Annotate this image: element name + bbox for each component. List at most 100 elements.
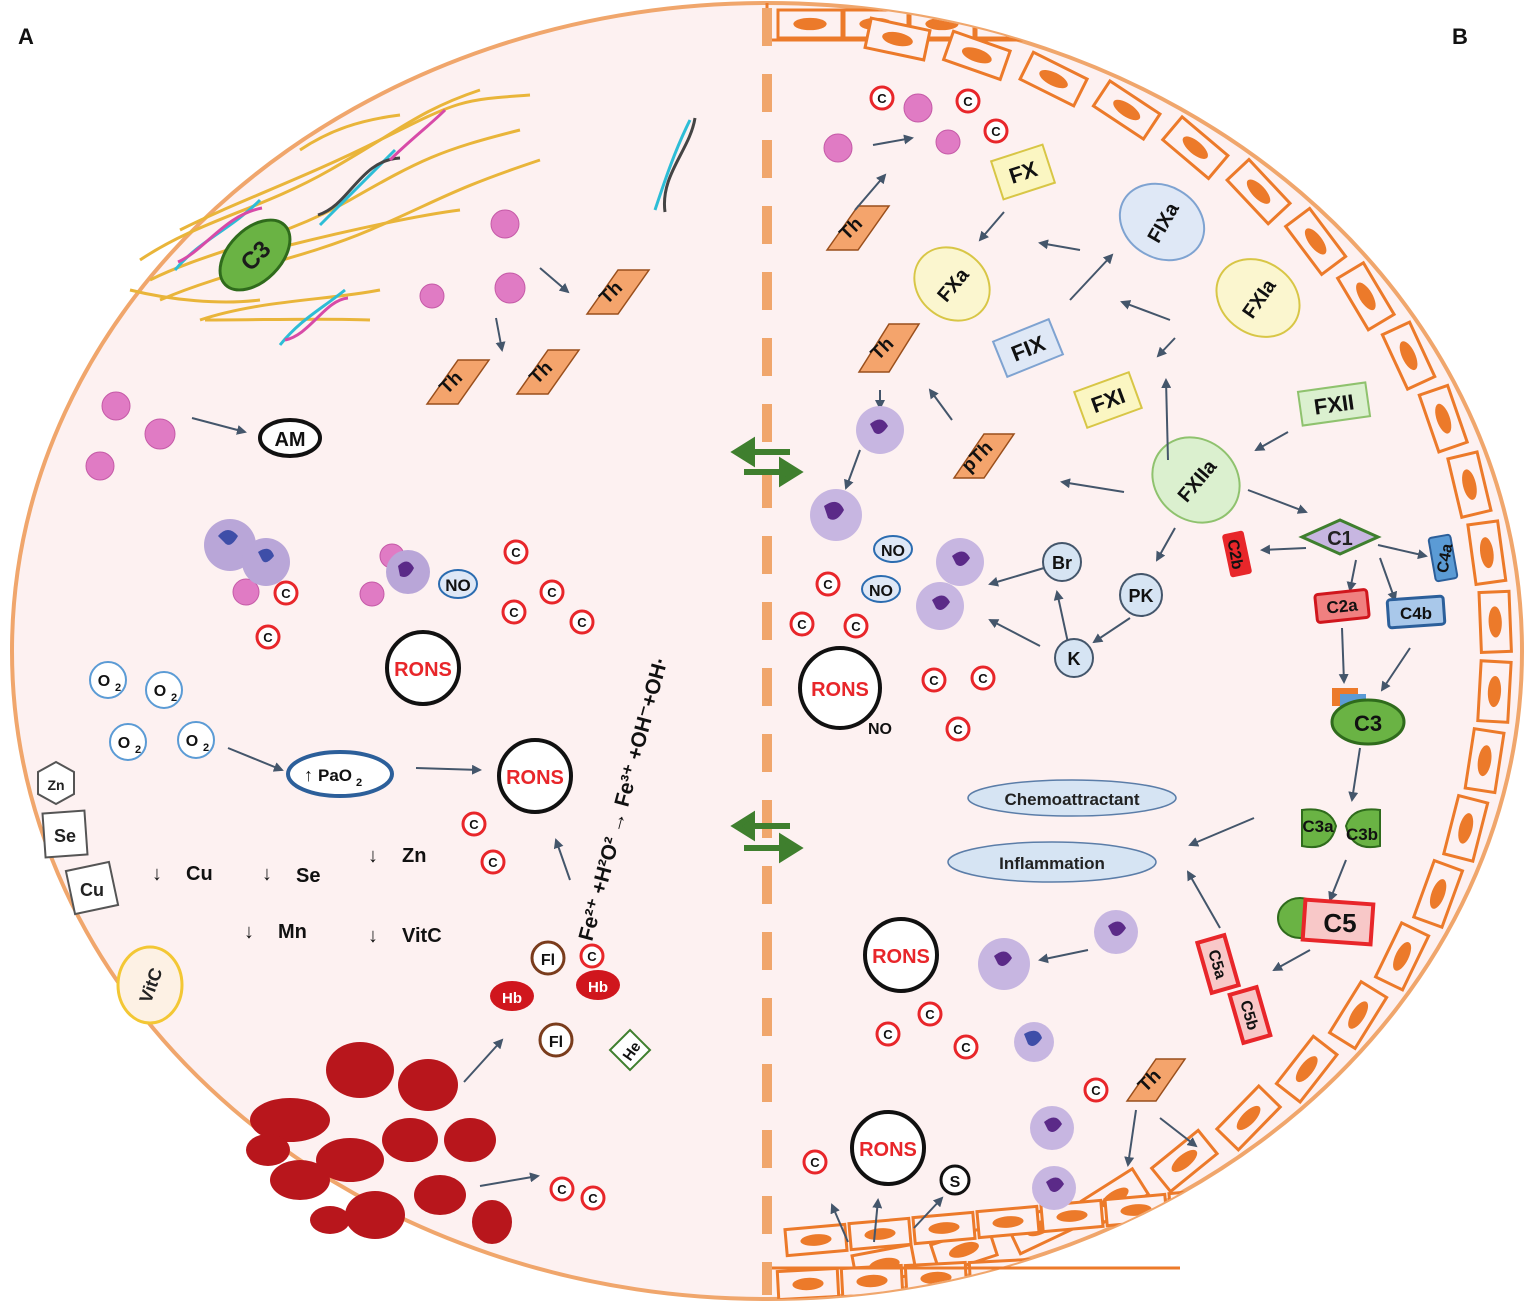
c-right-marker-label-5: C [797, 617, 807, 632]
bottom-cell-14 [1167, 1186, 1233, 1222]
th-left-node-1 [585, 269, 651, 315]
right-nucleus-5 [1182, 136, 1208, 159]
c-left-marker-label-2: C [281, 586, 291, 601]
panel-label-b: B [1452, 24, 1468, 49]
top-cell-8 [1238, 8, 1306, 40]
fl-label-1: Fl [541, 952, 555, 969]
complement-nodes [1194, 518, 1459, 1046]
th-right-node-3 [952, 433, 1016, 479]
fxii-label: FXII [1312, 389, 1355, 419]
right-nucleus-10 [1435, 403, 1452, 434]
right-nucleus-11 [1462, 469, 1477, 500]
svg-text:↓: ↓ [262, 863, 272, 885]
svg-text:↓: ↓ [368, 845, 378, 867]
rons-node-left-1 [385, 630, 461, 706]
c-right-marker-label-2: C [963, 94, 973, 109]
hb-label-2: Hb [588, 979, 608, 996]
right-nucleus-6 [1246, 179, 1271, 204]
br-node [1042, 542, 1082, 582]
c-left-marker-5 [501, 599, 527, 625]
no-node-left [438, 569, 478, 599]
arrows-right [830, 134, 1428, 1243]
bottom-nucleus-7 [1176, 1259, 1208, 1273]
o2-sub-1: 2 [115, 682, 121, 694]
o2-sub-2: 2 [171, 692, 177, 704]
s-node [939, 1164, 971, 1196]
fl-node-1 [530, 940, 566, 976]
c-left-marker-label-1: C [511, 545, 521, 560]
c-right-marker-label-9: C [953, 722, 963, 737]
c-right-marker-label-7: C [929, 673, 939, 688]
no-node-right-2 [861, 575, 901, 603]
arrows-left [191, 267, 571, 1187]
o2-label-4: O [186, 733, 198, 750]
c-right-marker-label-3: C [991, 124, 1001, 139]
hb-label-1: Hb [502, 990, 522, 1007]
svg-text:↓: ↓ [368, 925, 378, 947]
br-label: Br [1052, 553, 1072, 573]
rons-label-right-1: RONS [811, 679, 869, 701]
c-right-marker-8 [970, 665, 996, 691]
right-nucleus-22 [1171, 1149, 1198, 1173]
inflammation-label: Inflammation [999, 854, 1105, 873]
c4b-label: C4b [1400, 604, 1432, 623]
c-right-marker-label-10: C [925, 1007, 935, 1022]
c-right-marker-14 [802, 1149, 828, 1175]
zn-tile-label: Zn [47, 777, 64, 793]
th-right-node-1 [825, 205, 891, 251]
k-label: K [1068, 649, 1081, 669]
no-node-right-1 [873, 535, 913, 563]
c1-label: C1 [1327, 528, 1353, 550]
lung-section-outline [10, 1, 1524, 1301]
c-left-marker-label-11: C [588, 1191, 598, 1206]
th-right-node-2 [857, 323, 921, 373]
c-right-marker-5 [789, 611, 815, 637]
c3a-label: C3a [1302, 817, 1334, 836]
th-left-node-3 [515, 349, 581, 395]
c-left-marker-4 [539, 579, 565, 605]
rons-label-right-3: RONS [859, 1139, 917, 1161]
pao2-sub: 2 [356, 777, 362, 789]
top-cell-9 [1304, 8, 1372, 40]
o2-label-2: O [154, 683, 166, 700]
c-right-marker-label-1: C [877, 91, 887, 106]
pk-label: PK [1128, 586, 1153, 606]
deficit-list: ↓Cu ↓Se ↓Zn ↓Mn ↓VitC [152, 845, 442, 947]
bottom-cell-7 [1159, 1248, 1225, 1284]
no-label-right-3: NO [868, 721, 892, 738]
k-node [1054, 638, 1094, 678]
s-label: S [950, 1174, 961, 1191]
c-right-marker-9 [945, 716, 971, 742]
c-left-marker-label-5: C [509, 605, 519, 620]
bottom-nucleus-14 [1184, 1198, 1216, 1210]
right-nucleus-13 [1488, 606, 1502, 638]
c-right-marker-10 [917, 1001, 943, 1027]
top-nucleus-6 [1123, 17, 1157, 31]
right-nucleus-16 [1458, 813, 1474, 844]
c-left-marker-11 [580, 1185, 606, 1211]
fl-node-2 [538, 1022, 574, 1058]
c-right-marker-label-13: C [1091, 1083, 1101, 1098]
c3-label-right: C3 [1354, 711, 1382, 736]
deficit-se: Se [296, 865, 320, 887]
deficit-mn: Mn [278, 921, 307, 943]
o2-label-1: O [98, 673, 110, 690]
c-left-marker-9 [579, 943, 605, 969]
se-tile-label: Se [54, 826, 76, 846]
zn-tile [37, 760, 75, 806]
c-right-marker-11 [875, 1021, 901, 1047]
am-node [258, 418, 322, 458]
c-right-marker-13 [1083, 1077, 1109, 1103]
c-right-marker-label-14: C [810, 1155, 820, 1170]
fxa-node [913, 246, 991, 322]
c-left-marker-2 [273, 580, 299, 606]
right-nucleus-20 [1295, 1056, 1318, 1083]
right-nucleus-18 [1393, 942, 1412, 971]
top-nucleus-1 [793, 17, 827, 31]
c-right-marker-label-11: C [883, 1027, 893, 1042]
neutrophils-left [204, 519, 430, 594]
cu-tile-label: Cu [80, 880, 104, 900]
c-right-marker-label-4: C [823, 577, 833, 592]
c-left-marker-label-4: C [547, 585, 557, 600]
c-left-marker-1 [503, 539, 529, 565]
